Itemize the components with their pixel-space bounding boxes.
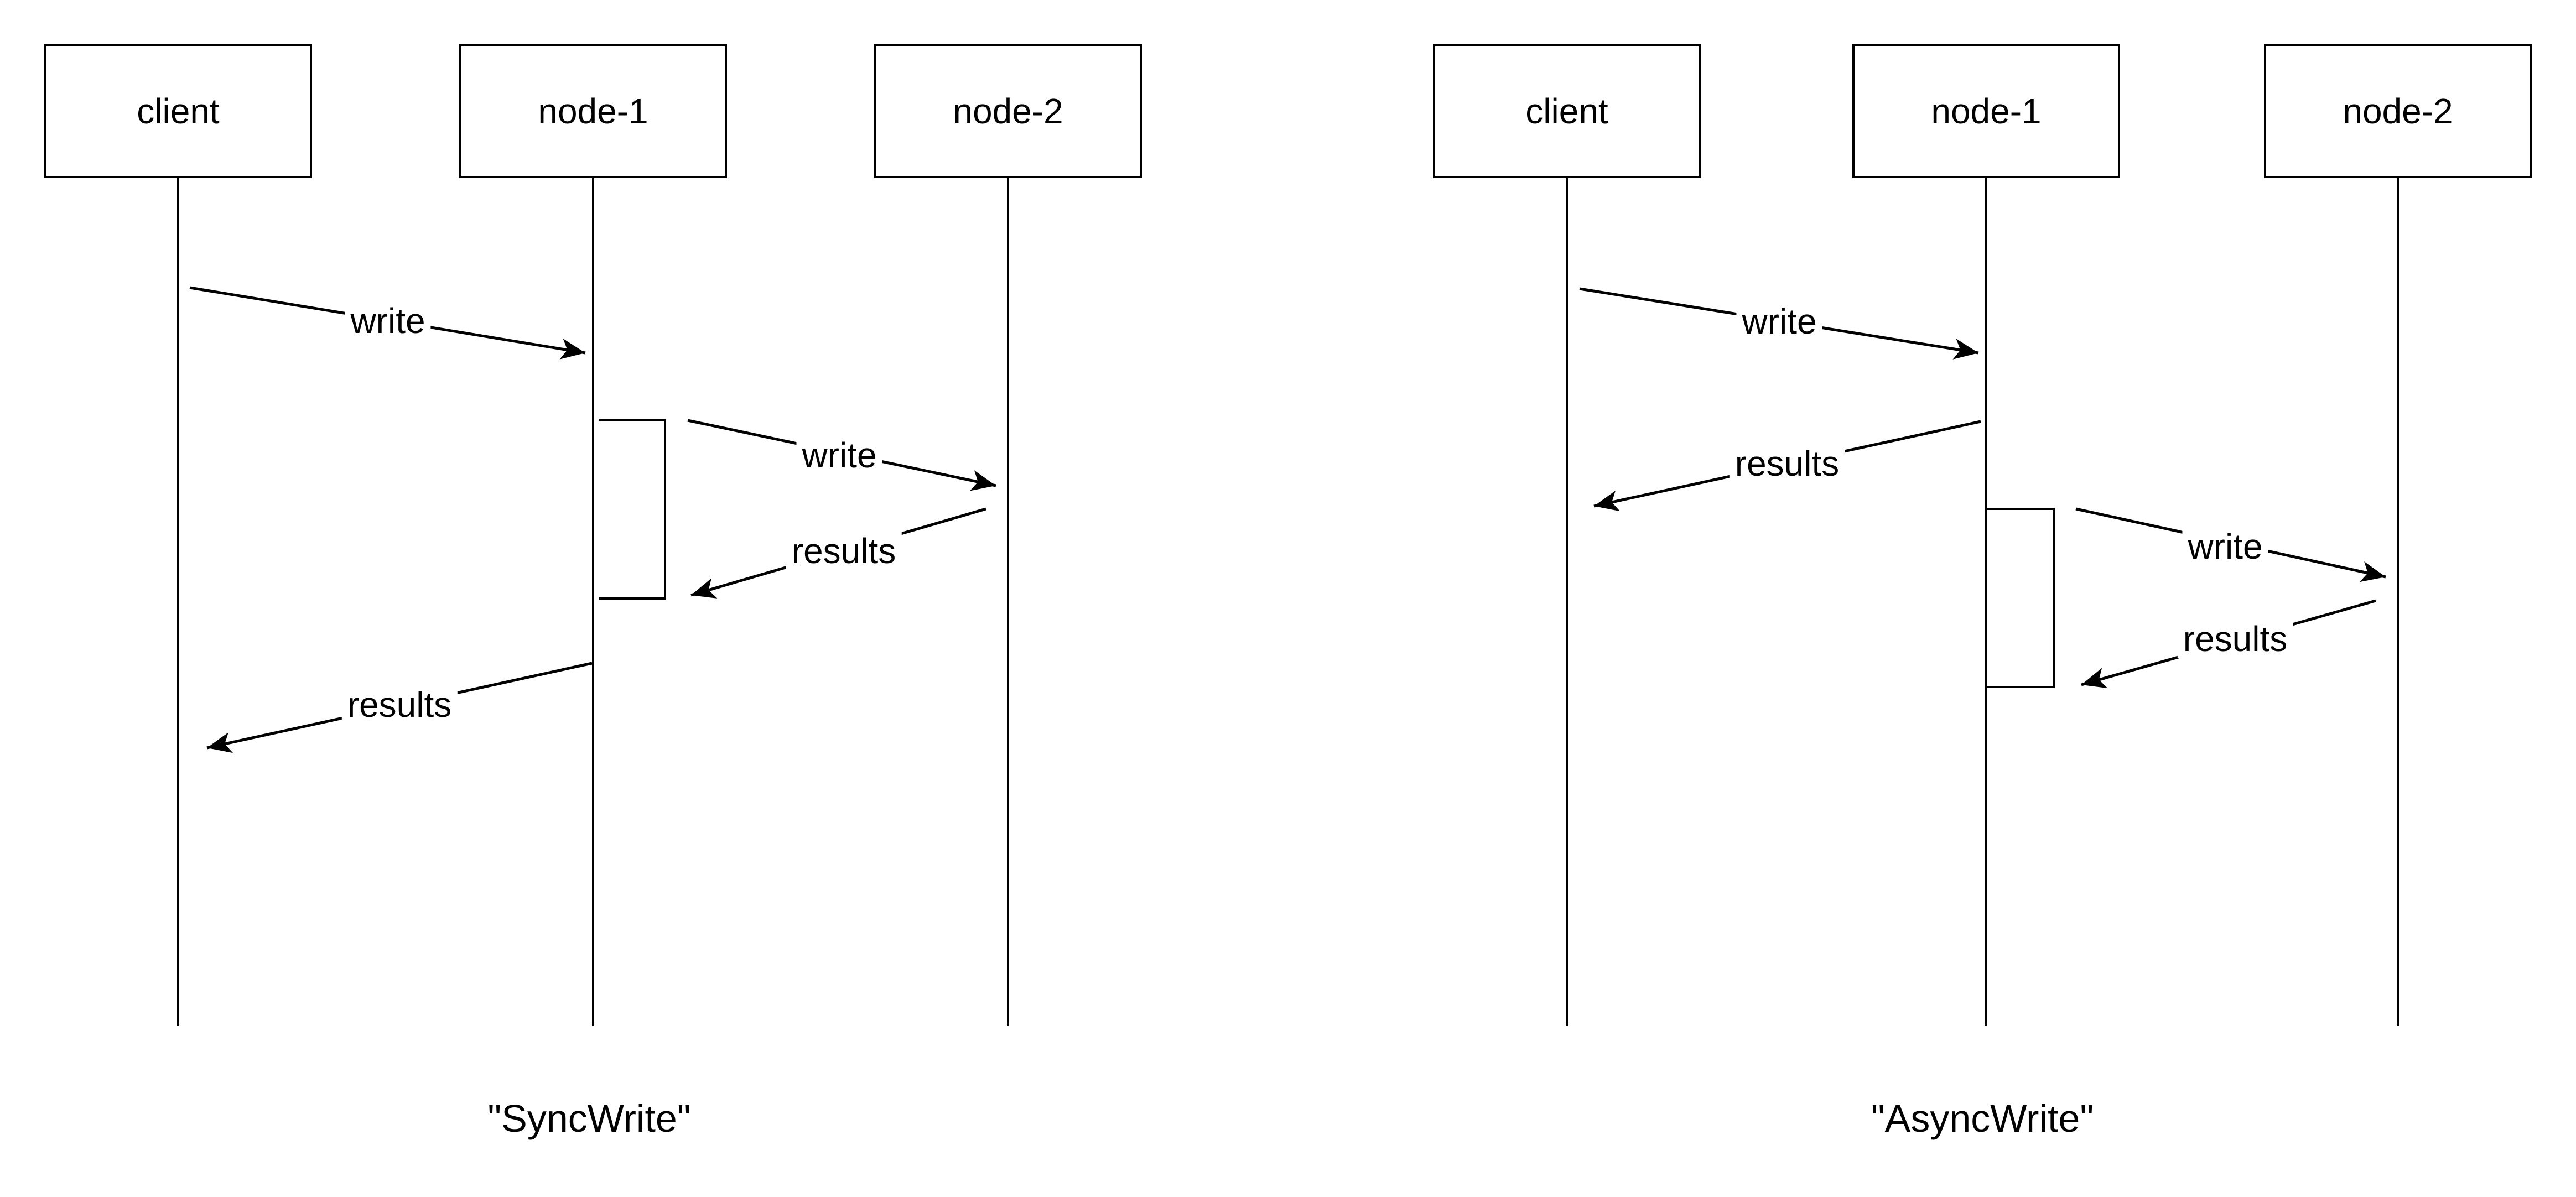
actor-box-client [44,44,312,178]
message-label-results: results [2177,620,2293,658]
syncwrite-diagram [44,44,1142,1026]
actor-name-client: client [137,91,220,131]
actor-name-node-2: node-2 [953,91,1063,131]
message-label-write: write [796,436,882,474]
activation-box-node-1 [599,419,666,600]
activation-box-node-1 [1987,508,2055,688]
message-label-results: results [341,686,458,724]
actor-box-node-1 [459,44,727,178]
asyncwrite-diagram [1433,44,2532,1026]
actor-box-node-2 [874,44,1142,178]
diagram-caption-asyncwrite: "AsyncWrite" [1871,1097,2094,1140]
message-label-results: results [1729,445,1845,482]
diagram-caption-syncwrite: "SyncWrite" [487,1097,691,1140]
message-label-write: write [2182,528,2268,565]
message-label-write: write [345,302,431,340]
message-label-results: results [786,532,902,570]
actor-name-node-1: node-1 [1931,91,2042,131]
actor-name-node-1: node-1 [538,91,648,131]
actor-name-node-2: node-2 [2343,91,2453,131]
actor-box-client [1433,44,1701,178]
actor-box-node-1 [1852,44,2120,178]
message-label-write: write [1736,303,1822,340]
actor-box-node-2 [2264,44,2532,178]
actor-name-client: client [1525,91,1608,131]
